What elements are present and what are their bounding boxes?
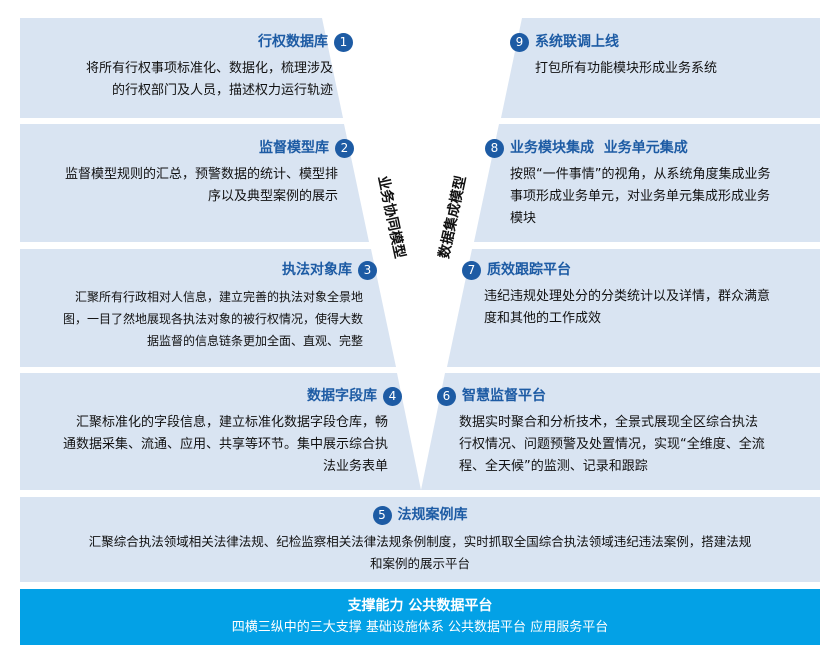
desc-line: 度和其他的工作成效	[484, 311, 602, 326]
panel-8	[474, 124, 820, 242]
card-1: 行权数据库 1 将所有行权事项标准化、数据化，梳理涉及的行权部门及人员，描述权力运…	[13, 30, 353, 102]
step-number: 1	[334, 32, 353, 52]
card-title: 业务模块集成 业务单元集成	[510, 140, 688, 156]
card-5: 5 法规案例库 汇聚综合执法领域相关法律法规、纪检监察相关法律法规条例制度，实时抓…	[20, 503, 820, 575]
desc-line: 数据实时聚合和分析技术，全景式展现全区综合执法	[459, 415, 759, 430]
panel-6	[421, 373, 820, 490]
step-number: 3	[358, 260, 377, 280]
card-title: 质效跟踪平台	[487, 262, 571, 278]
panel-7	[447, 249, 820, 367]
desc-line: 违纪违规处理处分的分类统计以及详情，群众满意	[484, 289, 771, 304]
desc-line: 监督模型规则的汇总，预警数据的统计、模型排	[64, 167, 338, 182]
desc-line: 法业务表单	[322, 459, 388, 474]
card-7: 7 质效跟踪平台 违纪违规处理处分的分类统计以及详情，群众满意度和其他的工作成效	[462, 258, 817, 330]
support-platform-bar: 支撑能力 公共数据平台 四横三纵中的三大支撑 基础设施体系 公共数据平台 应用服…	[20, 589, 820, 645]
step-number: 6	[437, 386, 456, 406]
desc-line: 据监督的信息链条更加全面、直观、完整	[146, 334, 363, 348]
desc-line: 的行权部门及人员，描述权力运行轨迹	[111, 83, 333, 98]
panel-3	[20, 249, 396, 367]
card-title: 行权数据库	[258, 34, 328, 50]
card-title: 监督模型库	[259, 140, 329, 156]
card-6: 6 智慧监督平台 数据实时聚合和分析技术，全景式展现全区综合执法行权情况、问题预警…	[437, 384, 817, 478]
desc-line: 将所有行权事项标准化、数据化，梳理涉及	[85, 61, 333, 76]
step-number: 9	[510, 32, 529, 52]
support-subtitle: 四横三纵中的三大支撑 基础设施体系 公共数据平台 应用服务平台	[231, 620, 609, 635]
card-title: 智慧监督平台	[462, 388, 546, 404]
card-4: 数据字段库 4 汇聚标准化的字段信息，建立标准化数据字段仓库，畅通数据采集、流通、…	[28, 384, 402, 478]
card-2: 监督模型库 2 监督模型规则的汇总，预警数据的统计、模型排序以及典型案例的展示	[0, 136, 354, 208]
desc-line: 序以及典型案例的展示	[207, 189, 338, 204]
desc-line: 通数据采集、流通、应用、共享等环节。集中展示综合执	[62, 437, 388, 452]
card-3: 执法对象库 3 汇聚所有行政相对人信息，建立完善的执法对象全景地图，一目了然地展现…	[18, 258, 377, 352]
step-number: 4	[383, 386, 402, 406]
panel-4	[20, 373, 421, 490]
desc-line: 行权情况、问题预警及处置情况，实现“全维度、全流	[459, 437, 765, 452]
desc-line: 汇聚综合执法领域相关法律法规、纪检监察相关法律法规条例制度，实时抓取全国综合执法…	[88, 534, 752, 549]
card-8: 8 业务模块集成 业务单元集成 按照“一件事情”的视角，从系统角度集成业务事项形成…	[485, 136, 815, 230]
desc-line: 模块	[510, 211, 537, 226]
panel-1	[20, 18, 343, 118]
desc-line: 按照“一件事情”的视角，从系统角度集成业务	[510, 167, 771, 182]
panel-5	[20, 497, 820, 582]
card-9: 9 系统联调上线 打包所有功能模块形成业务系统	[510, 30, 810, 80]
desc-line: 事项形成业务单元，对业务单元集成形成业务	[510, 189, 771, 204]
panel-2	[20, 124, 369, 242]
panel-9	[501, 18, 820, 118]
desc-line: 汇聚所有行政相对人信息，建立完善的执法对象全景地	[74, 290, 363, 304]
desc-line: 和案例的展示平台	[369, 556, 470, 571]
desc-line: 汇聚标准化的字段信息，建立标准化数据字段仓库，畅	[75, 415, 388, 430]
card-title: 系统联调上线	[535, 34, 619, 50]
desc-line: 图，一目了然地展现各执法对象的被行权情况，使得大数	[62, 312, 363, 326]
support-title: 支撑能力 公共数据平台	[347, 598, 493, 614]
step-number: 2	[335, 138, 354, 158]
step-number: 5	[372, 505, 392, 525]
step-number: 8	[485, 138, 504, 158]
card-title: 法规案例库	[397, 507, 468, 523]
step-number: 7	[462, 260, 481, 280]
card-title: 执法对象库	[282, 262, 352, 278]
desc-line: 程、全天候”的监测、记录和跟踪	[459, 459, 648, 474]
desc-line: 打包所有功能模块形成业务系统	[535, 61, 718, 76]
card-title: 数据字段库	[307, 388, 377, 404]
